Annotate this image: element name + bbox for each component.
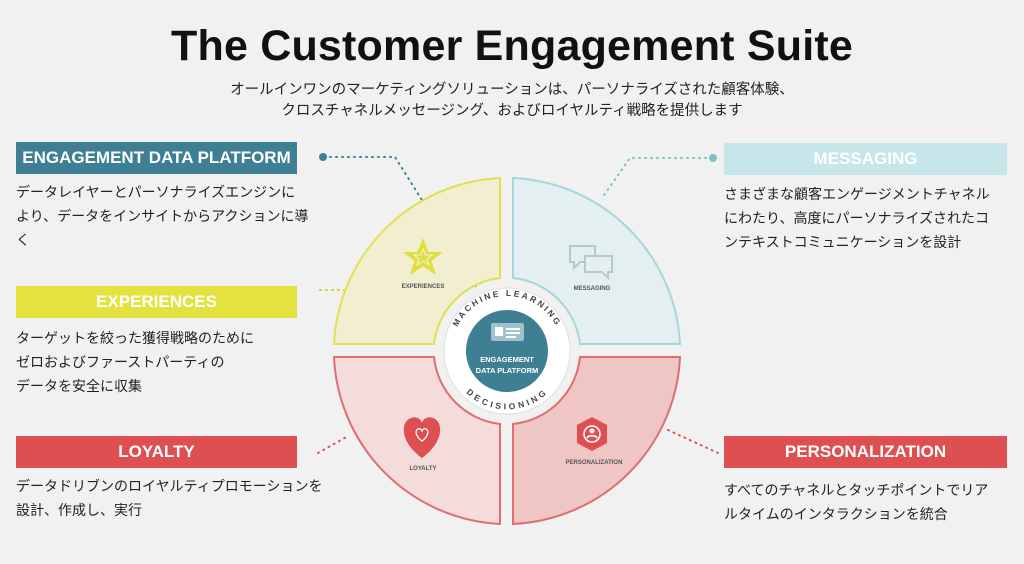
engagement-description: データレイヤーとパーソナライズエンジンに より、データをインサイトからアクション…: [16, 180, 308, 252]
personalization-desc-line-2: ルタイムのインタラクションを統合: [724, 506, 948, 522]
page-subtitle: オールインワンのマーケティングソリューションは、パーソナライズされた顧客体験、 …: [0, 80, 1024, 122]
connector-messaging: [601, 157, 707, 199]
personalization-description: すべてのチャネルとタッチポイントでリア ルタイムのインタラクションを統合: [724, 478, 988, 526]
heart-icon: [403, 417, 441, 458]
quadrant-label-messaging: MESSAGING: [574, 286, 611, 292]
person-hexagon-icon: [577, 417, 607, 451]
experiences-desc-line-2: ゼロおよびファーストパーティの: [16, 354, 225, 370]
messaging-label[interactable]: MESSAGING: [724, 143, 1007, 175]
engagement-desc-line-2: より、データをインサイトからアクションに導: [16, 208, 309, 224]
loyalty-desc-line-2: 設計、作成し、実行: [16, 502, 142, 518]
quadrant-label-personalization: PERSONALIZATION: [566, 460, 623, 466]
engagement-desc-line-1: データレイヤーとパーソナライズエンジンに: [16, 184, 296, 200]
loyalty-label[interactable]: LOYALTY: [16, 436, 297, 468]
experiences-desc-line-1: ターゲットを絞った獲得戦略のために: [16, 330, 254, 346]
center-label-line-2: DATA PLATFORM: [476, 366, 539, 375]
center-label-line-1: ENGAGEMENT: [480, 355, 534, 364]
experiences-desc-line-3: データを安全に収集: [16, 378, 142, 394]
connector-personalization: [667, 429, 719, 454]
subtitle-line-2: クロスチャネルメッセージング、およびロイヤルティ戦略を提供します: [281, 103, 743, 119]
quadrant-label-experiences: EXPERIENCES: [402, 284, 445, 290]
quadrant-label-loyalty: LOYALTY: [409, 466, 436, 472]
messaging-desc-line-1: さまざまな顧客エンゲージメントチャネル: [724, 186, 990, 202]
personalization-desc-line-1: すべてのチャネルとタッチポイントでリア: [724, 482, 989, 498]
center-core[interactable]: [466, 310, 548, 392]
id-card-icon: [491, 323, 524, 341]
loyalty-desc-line-1: データドリブンのロイヤルティプロモーションを: [16, 478, 323, 494]
star-icon: [403, 238, 443, 275]
messaging-description: さまざまな顧客エンゲージメントチャネル にわたり、高度にパーソナライズされたコ …: [724, 182, 990, 254]
subtitle-line-1: オールインワンのマーケティングソリューションは、パーソナライズされた顧客体験、: [230, 82, 794, 98]
connector-dot-engagement: [319, 153, 327, 161]
chat-bubbles-icon: [569, 245, 613, 281]
experiences-label[interactable]: EXPERIENCES: [16, 286, 297, 318]
engagement-desc-line-3: く: [16, 232, 30, 248]
loyalty-description: データドリブンのロイヤルティプロモーションを 設計、作成し、実行: [16, 474, 322, 522]
connector-dot-messaging: [709, 154, 717, 162]
page-title: The Customer Engagement Suite: [171, 22, 853, 70]
engagement-label[interactable]: ENGAGEMENT DATA PLATFORM: [16, 142, 297, 174]
personalization-label[interactable]: PERSONALIZATION: [724, 436, 1007, 468]
connector-loyalty: [317, 435, 349, 454]
connector-engagement: [329, 156, 481, 294]
messaging-desc-line-3: ンテキストコミュニケーションを設計: [724, 234, 962, 250]
experiences-description: ターゲットを絞った獲得戦略のために ゼロおよびファーストパーティの データを安全…: [16, 326, 254, 398]
messaging-desc-line-2: にわたり、高度にパーソナライズされたコ: [724, 210, 990, 226]
